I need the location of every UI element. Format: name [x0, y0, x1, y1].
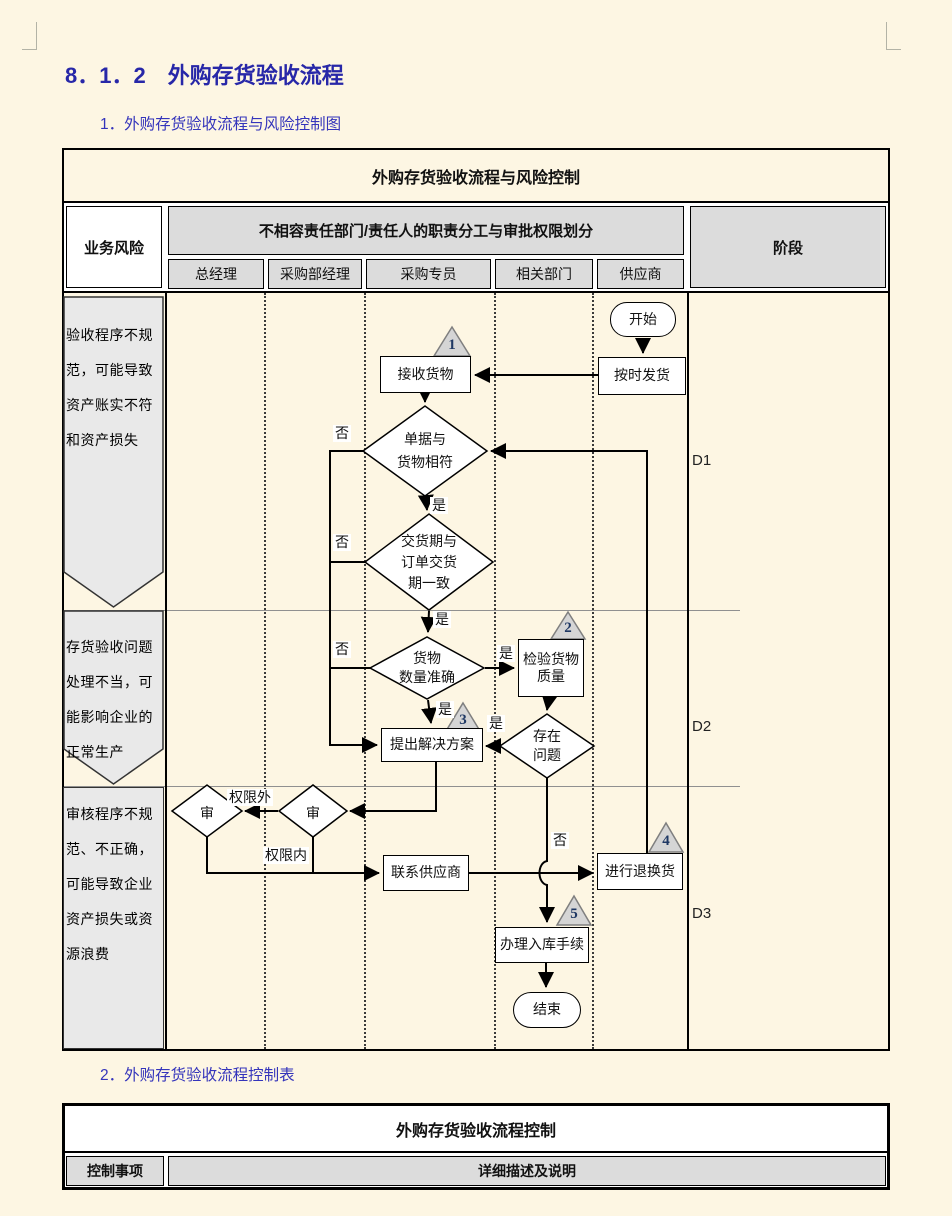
lane-divider-2	[364, 293, 366, 1049]
docs-match-line2: 货物相符	[397, 454, 453, 470]
node-inspect-quality-line1: 检验货物	[523, 650, 579, 667]
stage-column-border	[687, 293, 689, 1049]
stage-label-d1: D1	[692, 452, 712, 469]
marker-number-2: 2	[564, 620, 572, 636]
node-inspect-quality: 检验货物 质量	[518, 639, 584, 697]
lane-header-supplier: 供应商	[597, 259, 684, 289]
section1-heading: 1．外购存货验收流程与风险控制图	[100, 116, 342, 133]
label-yes-3: 是	[497, 645, 515, 662]
problem-exists-line2: 问题	[533, 747, 561, 763]
risk-column-border	[165, 293, 167, 1049]
section2-heading: 2．外购存货验收流程控制表	[100, 1067, 295, 1084]
diamond-delivery-match-text: 交货期与 订单交货 期一致	[379, 531, 479, 594]
lane-header-general-manager: 总经理	[168, 259, 264, 289]
stage-label-d2: D2	[692, 718, 712, 735]
lane-header-purchasing-specialist: 采购专员	[366, 259, 491, 289]
label-yes-2: 是	[433, 611, 451, 628]
quantity-ok-line2: 数量准确	[399, 669, 455, 685]
lane-divider-4	[592, 293, 594, 1049]
label-beyond-authority: 权限外	[227, 789, 273, 806]
diamond-problem-exists-text: 存在 问题	[507, 727, 587, 765]
title-row-divider	[62, 201, 890, 203]
page-corner-mark-left	[22, 22, 37, 50]
control-table-title: 外购存货验收流程控制	[65, 1106, 887, 1151]
diamond-docs-match-text: 单据与 货物相符	[375, 428, 475, 474]
label-no-1: 否	[333, 425, 351, 442]
delivery-match-line3: 期一致	[408, 575, 450, 591]
label-yes-1: 是	[430, 497, 448, 514]
docs-match-line1: 单据与	[404, 431, 446, 447]
lane-divider-1	[264, 293, 266, 1049]
label-no-4: 否	[551, 832, 569, 849]
control-table-col1-header: 控制事项	[66, 1156, 164, 1186]
risk-text-2: 存货验收问题处理不当，可能影响企业的正常生产	[66, 639, 153, 760]
quantity-ok-line1: 货物	[413, 650, 441, 666]
node-start: 开始	[610, 302, 676, 337]
label-within-authority: 权限内	[263, 847, 309, 864]
node-receive-goods: 接收货物	[380, 356, 471, 393]
diamond-review-pm-text: 审	[306, 805, 320, 821]
node-warehouse-procedure: 办理入库手续	[495, 927, 589, 963]
lane-header-related-department: 相关部门	[495, 259, 593, 289]
page-title: 8．1．2 外购存货验收流程	[65, 63, 344, 88]
header-row-divider	[62, 291, 890, 293]
node-ship-on-time: 按时发货	[598, 357, 686, 395]
control-table-title-divider	[62, 1151, 890, 1153]
node-inspect-quality-line2: 质量	[537, 668, 565, 684]
node-return-exchange: 进行退换货	[597, 853, 683, 890]
marker-number-4: 4	[662, 833, 670, 849]
marker-number-1: 1	[448, 337, 456, 353]
label-yes-4: 是	[436, 701, 454, 718]
problem-exists-line1: 存在	[533, 728, 561, 744]
page-corner-mark-right	[886, 22, 901, 50]
flowchart-table-frame	[62, 148, 890, 1051]
node-contact-supplier: 联系供应商	[383, 855, 469, 891]
lane-header-purchasing-manager: 采购部经理	[268, 259, 362, 289]
label-no-2: 否	[333, 534, 351, 551]
column-header-risk: 业务风险	[66, 206, 162, 288]
risk-block-3-shape	[63, 787, 164, 1049]
label-yes-5: 是	[487, 715, 505, 732]
stage-label-d3: D3	[692, 905, 712, 922]
label-no-3: 否	[333, 641, 351, 658]
risk-text-3: 审核程序不规范、不正确，可能导致企业资产损失或资源浪费	[66, 806, 153, 962]
marker-number-5: 5	[570, 906, 578, 922]
diamond-review-gm-text: 审	[200, 805, 214, 821]
control-table-col2-header: 详细描述及说明	[168, 1156, 886, 1186]
node-propose-solution: 提出解决方案	[381, 728, 483, 762]
column-header-duty: 不相容责任部门/责任人的职责分工与审批权限划分	[168, 206, 684, 255]
column-header-stage: 阶段	[690, 206, 886, 288]
diamond-quantity-ok-text: 货物 数量准确	[377, 649, 477, 687]
delivery-match-line2: 订单交货	[401, 554, 457, 570]
delivery-match-line1: 交货期与	[401, 533, 457, 549]
risk-text-1: 验收程序不规范，可能导致资产账实不符和资产损失	[66, 327, 153, 448]
marker-number-3: 3	[459, 712, 467, 728]
node-end: 结束	[513, 992, 581, 1028]
flowchart-table-title: 外购存货验收流程与风险控制	[371, 169, 580, 187]
